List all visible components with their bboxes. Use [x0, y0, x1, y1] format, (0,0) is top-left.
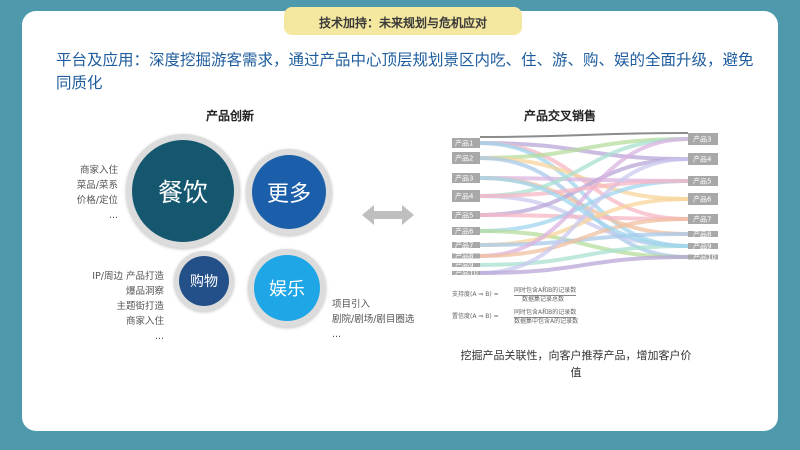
cross-sell-sankey: 产品1产品2产品3产品4产品5产品6产品7产品8产品9产品10产品3产品4产品5… [452, 132, 718, 278]
sankey-link [479, 137, 689, 258]
sankey-link [479, 157, 689, 275]
sankey-node-left [452, 152, 480, 164]
sankey-label-right: 产品10 [693, 253, 716, 262]
dining-text-line: 商家入住 [79, 165, 118, 176]
sankey-link [479, 132, 689, 138]
confidence-numerator: 同时包含A和B的记录数 [514, 309, 577, 318]
sankey-label-right: 产品6 [693, 195, 712, 204]
entertainment-text-line: ... [332, 329, 342, 340]
sankey-label-right: 产品4 [693, 155, 712, 164]
sankey-node-left [452, 263, 480, 267]
sankey-label-right: 产品7 [693, 215, 711, 224]
dining-text: 商家入住 菜品/菜系 价格/定位 ... [42, 163, 118, 223]
double-arrow-icon [362, 205, 414, 225]
confidence-denominator: 数据集中包含A的记录数 [514, 318, 579, 325]
sankey-node-left [452, 173, 480, 183]
sankey-label-left: 产品2 [455, 154, 473, 163]
support-left: 支持度(A ⇒ B) = [452, 291, 499, 298]
sankey-node-left [452, 138, 480, 148]
entertainment-text-line: 剧院/剧场/剧目圈选 [332, 314, 415, 325]
headline: 平台及应用：深度挖掘游客需求，通过产品中心顶层规划景区内吃、住、游、购、娱的全面… [56, 51, 754, 92]
banner: 技术加持：未来规划与危机应对 [284, 7, 522, 35]
sankey-label-left: 产品1 [455, 139, 473, 148]
sankey-link [479, 217, 689, 258]
cross-sell-caption: 挖掘产品关联性，向客户推荐产品，增加客户价值 [460, 349, 692, 379]
entertainment-text-line: 项目引入 [332, 299, 371, 310]
sankey-node-right [688, 193, 718, 205]
sankey-node-left [452, 242, 480, 248]
dining-text-line: ... [108, 210, 118, 221]
cross-sell-title: 产品交叉销售 [524, 109, 597, 123]
sankey-link [479, 176, 689, 248]
shopping-text-line: 商家入住 [125, 316, 164, 327]
sankey-label-left: 产品4 [455, 192, 474, 201]
support-denominator: 数据集记录总数 [522, 296, 565, 303]
sankey-label-right: 产品5 [693, 177, 711, 186]
shopping-text: IP/周边 产品打造 爆品洞察 主题街打造 商家入住 ... [58, 269, 164, 344]
sankey-node-right [688, 254, 718, 260]
support-numerator: 同时包含A和B的记录数 [514, 287, 577, 296]
sankey-label-left: 产品8 [455, 252, 473, 261]
shopping-text-line: 主题街打造 [116, 301, 164, 312]
sankey-node-left [452, 271, 480, 275]
sankey-label-left: 产品6 [455, 227, 474, 236]
sankey-node-left [452, 253, 480, 259]
shopping-text-line: 爆品洞察 [125, 286, 164, 297]
sankey-label-left: 产品3 [455, 174, 473, 183]
sankey-node-right [688, 133, 718, 145]
entertainment-text: 项目引入 剧院/剧场/剧目圈选 ... [332, 297, 452, 342]
innovation-title: 产品创新 [206, 109, 255, 123]
sankey-label-left: 产品9 [455, 261, 473, 270]
sankey-node-right [688, 214, 718, 224]
sankey-node-right [688, 176, 718, 186]
sankey-link [479, 244, 689, 267]
sankey-label-right: 产品3 [693, 135, 711, 144]
entertainment-circle: 娱乐 [254, 255, 320, 321]
sankey-node-right [688, 153, 718, 165]
sankey-label-right: 产品8 [693, 230, 711, 239]
dining-text-line: 菜品/菜系 [76, 180, 118, 191]
confidence-left: 置信度(A ⇒ B) = [452, 313, 499, 320]
sankey-label-left: 产品5 [455, 211, 473, 220]
sankey-label-right: 产品9 [693, 242, 711, 251]
shopping-text-line: IP/周边 产品打造 [92, 271, 164, 282]
sankey-node-left [452, 211, 480, 219]
dining-circle: 餐饮 [132, 140, 234, 242]
more-circle: 更多 [252, 155, 326, 229]
sankey-link [479, 255, 689, 275]
sankey-label-left: 产品10 [455, 269, 478, 278]
sankey-node-left [452, 227, 480, 235]
slide: 技术加持：未来规划与危机应对 平台及应用：深度挖掘游客需求，通过产品中心顶层规划… [22, 7, 778, 431]
sankey-node-right [688, 231, 718, 237]
sankey-label-left: 产品7 [455, 241, 473, 250]
shopping-text-line: ... [154, 331, 164, 342]
sankey-link [479, 141, 689, 161]
sankey-link [479, 179, 689, 198]
sankey-node-left [452, 190, 480, 202]
shopping-circle: 购物 [179, 256, 229, 306]
dining-text-line: 价格/定位 [76, 195, 118, 206]
sankey-node-right [688, 243, 718, 249]
